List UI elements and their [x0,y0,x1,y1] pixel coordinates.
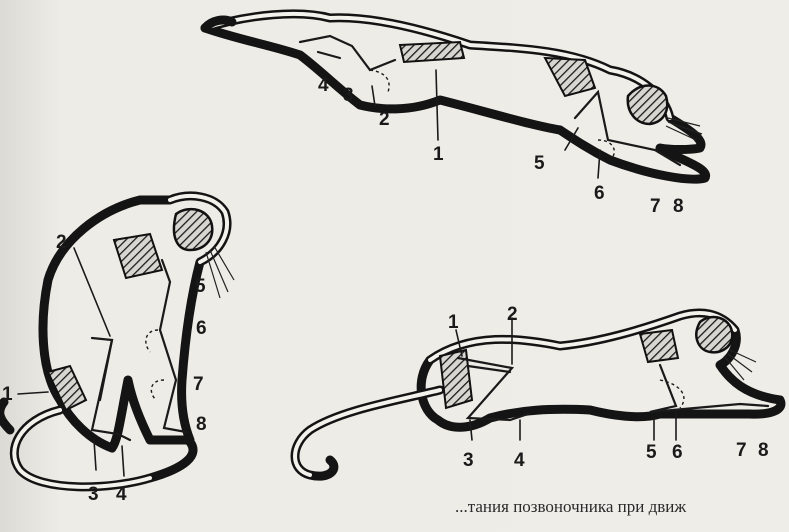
bottom-label-4: 4 [514,450,525,471]
cat-stretched-head [628,86,667,125]
bottom-label-2: 2 [507,304,518,325]
cat-crouching-shoulder-muscle [640,330,678,362]
left-label-1: 1 [2,384,13,405]
bottom-label-5: 5 [646,442,657,463]
top-label-5: 5 [534,153,545,174]
figure-caption: ...тания позвоночника при движ [455,497,686,517]
left-label-4: 4 [116,484,127,505]
cat-sitting-shoulder-muscle [114,234,162,278]
left-label-3: 3 [88,484,99,505]
cat-stretched-pelvis-muscle [400,42,464,62]
left-label-2: 2 [56,232,67,253]
bottom-label-6: 6 [672,442,683,463]
left-label-7: 7 [193,374,204,395]
bottom-label-8: 8 [758,440,769,461]
cat-sitting-head [174,209,212,250]
cat-crouching [295,313,781,476]
cat-sitting [0,196,234,487]
top-label-6: 6 [594,183,605,204]
cat-stretched [205,14,706,179]
left-label-8: 8 [196,414,207,435]
bottom-label-3: 3 [463,450,474,471]
left-label-5: 5 [195,276,206,297]
cat-crouching-head [696,317,732,352]
bottom-label-7: 7 [736,440,747,461]
top-label-3: 3 [343,85,354,106]
bottom-label-1: 1 [448,312,459,333]
top-label-7: 7 [650,196,661,217]
left-label-6: 6 [196,318,207,339]
top-label-4: 4 [318,75,329,96]
top-label-8: 8 [673,196,684,217]
cat-crouching-tail [295,390,440,476]
top-label-2: 2 [379,109,390,130]
top-label-1: 1 [433,144,444,165]
